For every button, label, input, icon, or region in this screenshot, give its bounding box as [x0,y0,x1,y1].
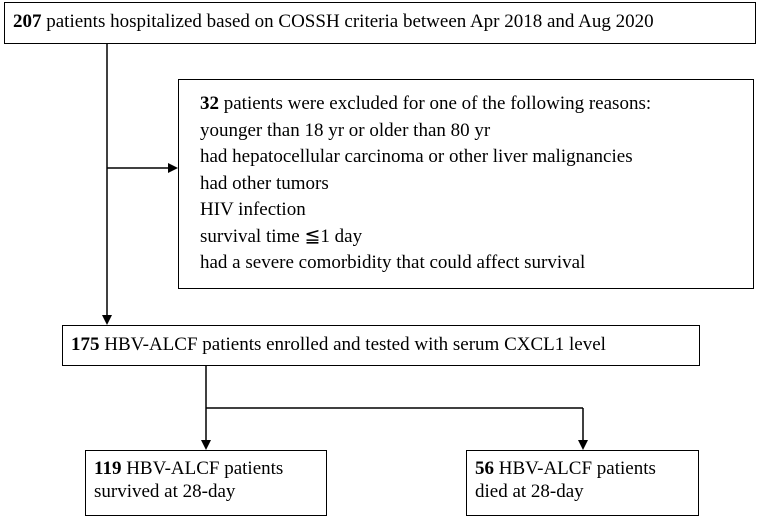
exclusion-reason-hiv: HIV infection [200,199,306,220]
exclusion-header-text: patients were excluded for one of the fo… [219,93,652,114]
hospitalized-text: patients hospitalized based on COSSH cri… [41,11,654,32]
exclusion-reason-comorbidity: had a severe comorbidity that could affe… [200,252,586,273]
survived-line-2: survived at 28-day [94,481,236,502]
exclusion-reason-tumors: had other tumors [200,172,329,194]
died-patients-box: 56 HBV-ALCF patients died at 28-day [466,450,699,516]
survived-line-1: 119 HBV-ALCF patients [94,457,326,480]
exclusion-reason-age: younger than 18 yr or older than 80 yr [200,119,491,141]
died-line-2: died at 28-day [475,481,584,502]
exclusion-reason-hcc: had hepatocellular carcinoma or other li… [200,146,633,167]
enrolled-count: 175 [71,334,100,355]
exclusion-reason-survival-time: survival time ≦1 day [200,225,363,247]
hospitalized-patients-box: 207 patients hospitalized based on COSSH… [4,2,756,44]
died-count: 56 [475,458,494,479]
died-line-1-text: HBV-ALCF patients [494,458,656,479]
excluded-patients-box: 32 patients were excluded for one of the… [178,79,754,289]
survived-count: 119 [94,458,122,479]
hospitalized-count: 207 [13,11,42,32]
excluded-count: 32 [200,93,219,114]
exclusion-header: 32 patients were excluded for one of the… [200,91,753,118]
died-line-1: 56 HBV-ALCF patients [475,457,698,480]
survived-patients-box: 119 HBV-ALCF patients survived at 28-day [85,450,327,516]
enrolled-patients-box: 175 HBV-ALCF patients enrolled and teste… [62,325,700,366]
enrolled-text: HBV-ALCF patients enrolled and tested wi… [99,334,606,355]
survived-line-1-text: HBV-ALCF patients [121,458,284,479]
